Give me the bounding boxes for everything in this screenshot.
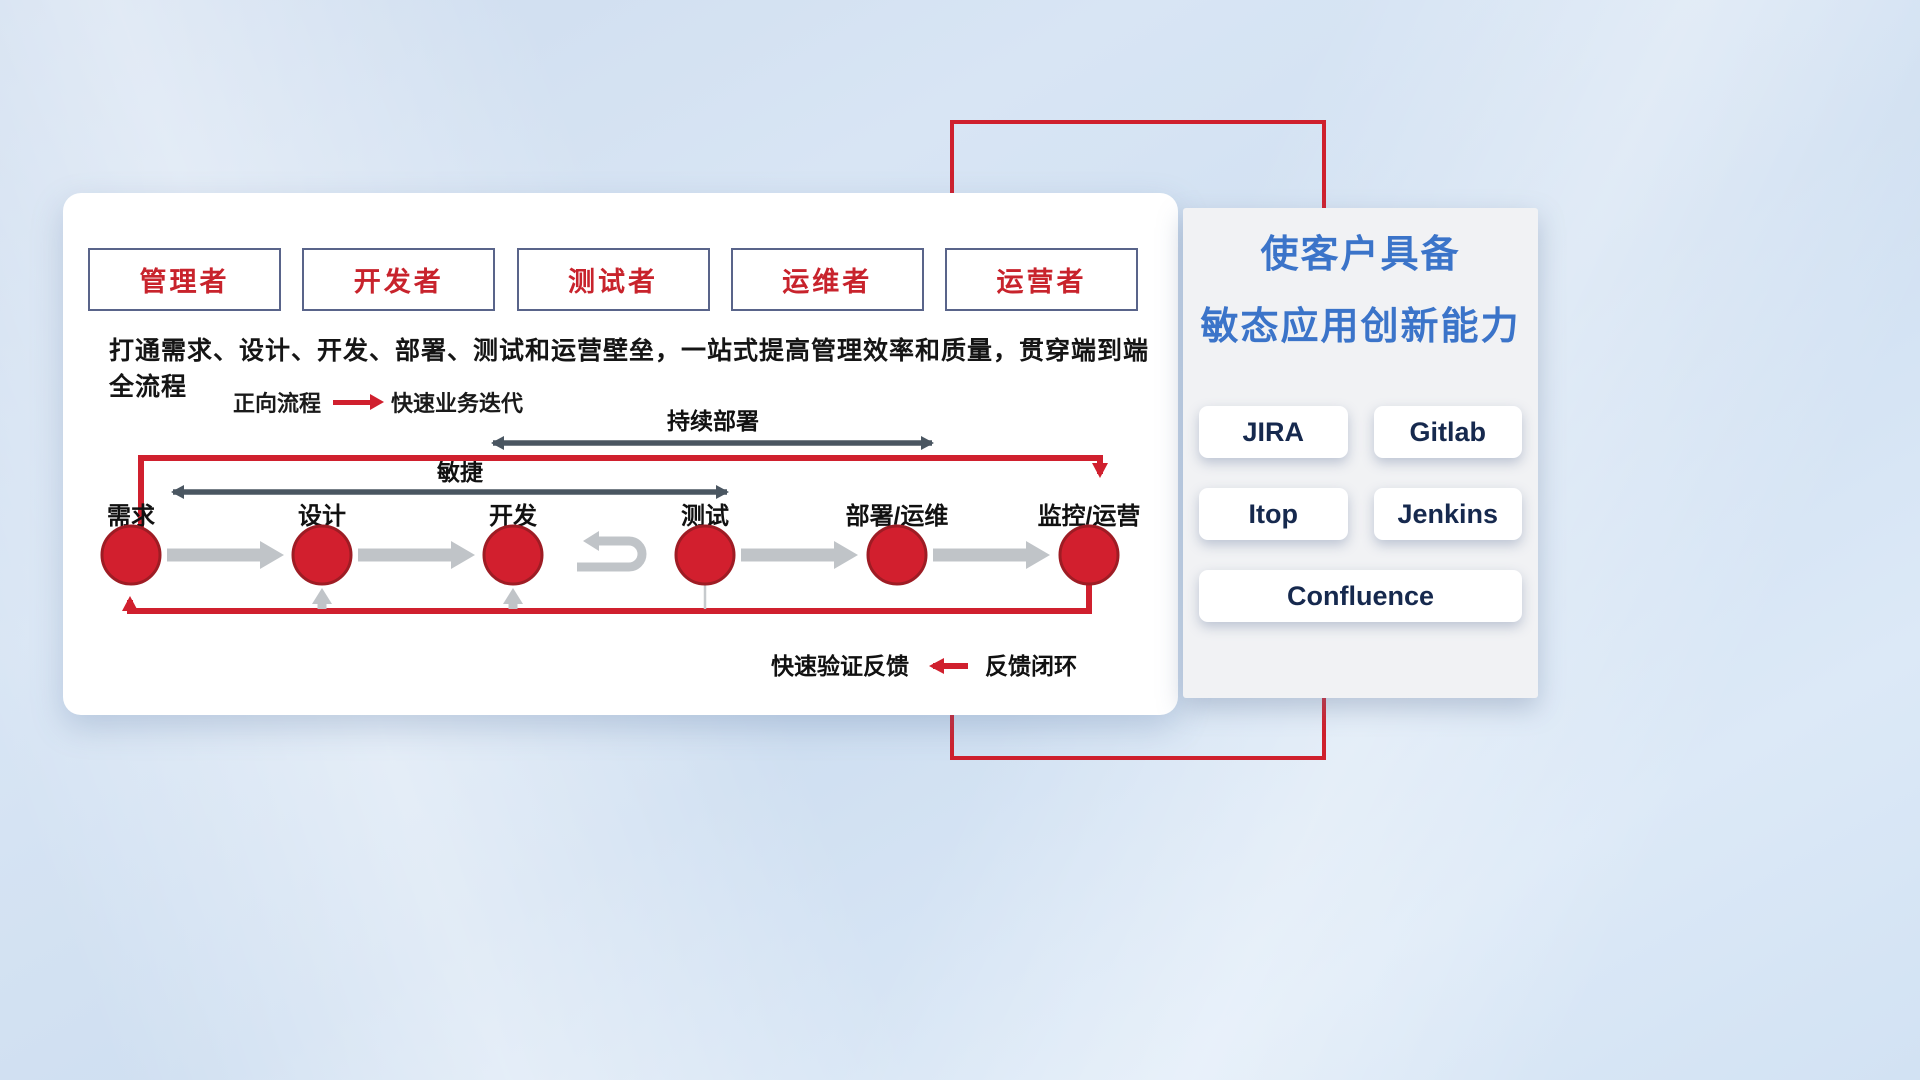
- stage-circle-deploy-ops: [866, 524, 928, 586]
- tool-card-jira: JIRA: [1199, 406, 1348, 458]
- panel-title-line2: 敏态应用创新能力: [1200, 306, 1521, 348]
- role-box-operator: 运营者: [945, 248, 1138, 311]
- role-label: 运营者: [996, 267, 1087, 297]
- role-box-tester: 测试者: [516, 248, 710, 311]
- role-label: 管理者: [139, 267, 230, 297]
- forward-arrow-icon: [333, 394, 385, 410]
- card-description: 打通需求、设计、开发、部署、测试和运营壁垒，一站式提高管理效率和质量，贯穿端到端…: [109, 337, 1150, 401]
- capability-panel: 使客户具备 敏态应用创新能力 JIRA Gitlab Itop Jenkins …: [1183, 208, 1538, 698]
- stage-circle-test: [674, 524, 736, 586]
- role-label: 测试者: [568, 267, 658, 297]
- pipeline-diagram: 持续部署 敏捷 需求 设计 开发 测试 部署/运维 监控/运营: [100, 408, 1140, 679]
- tool-card-gitlab: Gitlab: [1373, 406, 1522, 458]
- devops-flow-card: 管理者 开发者 测试者 运维者 运营者 打通需求、设计、开发、部署、测试和运营壁…: [63, 193, 1178, 715]
- role-label: 开发者: [353, 267, 444, 297]
- iteration-loop-icon: [577, 531, 647, 572]
- role-box-ops: 运维者: [730, 248, 924, 311]
- feedback-legend-value: 反馈闭环: [985, 653, 1077, 679]
- stage-circle-design: [291, 524, 353, 586]
- tool-grid: JIRA Gitlab Itop Jenkins Confluence: [1183, 406, 1538, 622]
- forward-flow-legend: 正向流程 快速业务迭代: [233, 386, 523, 418]
- role-label: 运维者: [782, 267, 873, 297]
- stage-circle-monitor-op: [1058, 524, 1120, 586]
- forward-flow-label: 正向流程: [233, 391, 322, 416]
- agile-label: 敏捷: [436, 459, 484, 485]
- tool-card-confluence: Confluence: [1199, 570, 1522, 622]
- tool-card-itop: Itop: [1199, 488, 1348, 540]
- role-box-developer: 开发者: [302, 248, 496, 311]
- continuous-deploy-label: 持续部署: [667, 408, 759, 434]
- feedback-loop-arrow: [122, 584, 1092, 614]
- stage-circle-dev: [482, 524, 544, 586]
- forward-loop-arrow: [138, 455, 1108, 541]
- role-box-row: 管理者 开发者 测试者 运维者 运营者: [88, 248, 1138, 311]
- role-box-manager: 管理者: [88, 248, 281, 311]
- panel-title-line1: 使客户具备: [1260, 234, 1461, 276]
- stage-circle-requirements: [100, 524, 162, 586]
- feedback-legend-label: 快速验证反馈: [771, 653, 909, 679]
- forward-flow-value: 快速业务迭代: [391, 391, 524, 416]
- tool-card-jenkins: Jenkins: [1373, 488, 1522, 540]
